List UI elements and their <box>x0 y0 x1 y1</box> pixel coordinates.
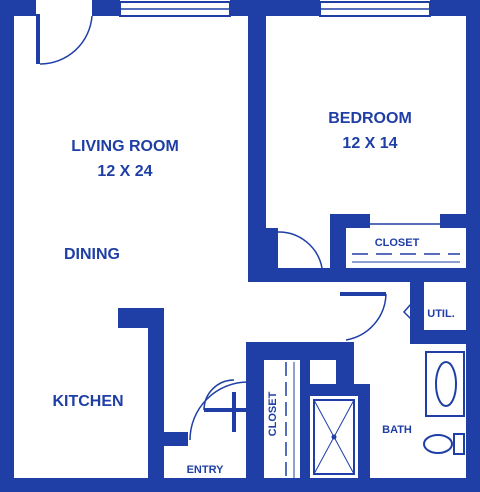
hall-closet-label: CLOSET <box>267 391 279 436</box>
kitchen-label: KITCHEN <box>52 393 123 410</box>
kitchen-walls <box>118 308 188 478</box>
bedroom-label: BEDROOM <box>328 110 412 127</box>
bath-door <box>340 292 387 341</box>
central-wall <box>248 0 266 282</box>
util-label: UTIL. <box>427 308 455 320</box>
hall-closet-bath-walls <box>246 342 370 492</box>
bath-label: BATH <box>382 424 412 436</box>
dining-label: DINING <box>64 246 120 263</box>
shower <box>313 399 355 475</box>
window-bedroom <box>319 1 431 17</box>
bedroom-closet <box>266 214 480 282</box>
bedroom-door <box>266 228 323 282</box>
living-room-label: LIVING ROOM <box>71 138 179 155</box>
front-door <box>36 14 93 65</box>
entry-label: ENTRY <box>187 464 225 476</box>
bedroom-size: 12 X 14 <box>342 135 397 152</box>
window-living-room <box>119 1 231 17</box>
entry-door <box>189 379 249 441</box>
bedroom-closet-label: CLOSET <box>375 237 420 249</box>
toilet <box>423 433 465 455</box>
utility-closet <box>402 282 480 344</box>
vanity <box>425 351 465 417</box>
living-room-size: 12 X 24 <box>97 163 152 180</box>
